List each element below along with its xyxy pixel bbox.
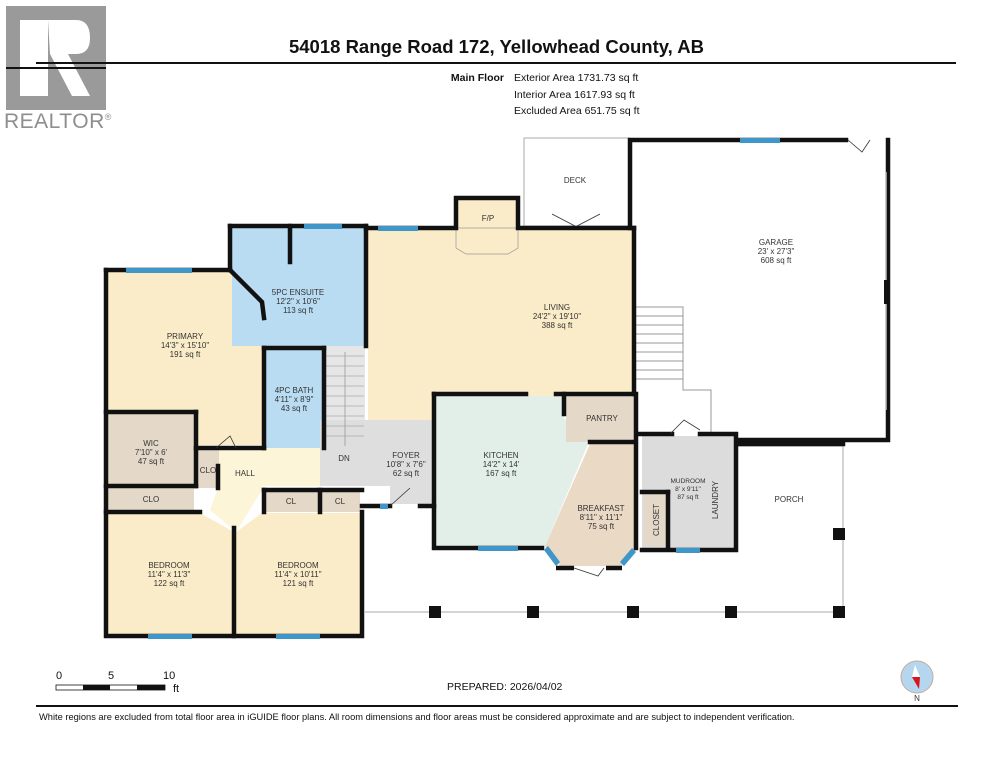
exterior-area: Exterior Area 1731.73 sq ft [514,72,639,84]
windows [126,138,780,639]
label-garage: GARAGE [759,238,793,247]
area-garage: 608 sq ft [761,256,792,265]
room-bedroom-2[interactable] [236,513,360,634]
room-closet[interactable] [644,494,668,546]
realtor-wordmark-text: REALTOR [4,110,105,133]
page-title: 54018 Range Road 172, Yellowhead County,… [288,36,704,57]
label-bedroom-1: BEDROOM [148,561,190,570]
label-laundry: LAUNDRY [711,480,720,519]
label-porch: PORCH [775,495,804,504]
room-clo-lower[interactable] [108,487,194,511]
room-4pc-bath[interactable] [266,350,322,448]
label-hall: HALL [235,469,256,478]
realtor-r-icon [6,20,106,96]
scale-bar-graphic [55,684,166,691]
title-divider [36,62,956,64]
label-breakfast: BREAKFAST [577,504,624,513]
dims-foyer: 10'8" x 7'6" [386,460,426,469]
label-mudroom: MUDROOM [670,478,705,485]
garage-pillar [884,280,890,304]
porch-columns [429,528,845,618]
excluded-area: Excluded Area 651.75 sq ft [514,105,640,117]
prepared-date: PREPARED: 2026/04/02 [447,681,563,693]
dims-wic: 7'10" x 6' [135,448,168,457]
room-pantry[interactable] [566,396,634,442]
area-kitchen: 167 sq ft [486,469,517,478]
room-living[interactable] [368,200,634,420]
room-foyer[interactable] [320,420,434,504]
label-foyer: FOYER [392,451,420,460]
area-breakfast: 75 sq ft [588,522,615,531]
area-bedroom-1: 122 sq ft [154,579,185,588]
scale-tick-10: 10 [163,670,176,682]
label-primary: PRIMARY [167,332,204,341]
interior-stairs-treads [326,352,364,446]
scale-tick-0: 0 [56,670,63,682]
label-fireplace: F/P [482,214,494,223]
label-cl-1: CL [286,497,297,506]
footer-divider [36,705,958,707]
room-breakfast[interactable] [545,444,638,566]
label-cl-2: CL [335,497,346,506]
label-clo-lower: CLO [143,495,159,504]
label-stairs-down: DN [338,454,350,463]
label-deck: DECK [564,176,587,185]
scale-tick-5: 5 [108,670,115,682]
dims-garage: 23' x 27'3" [758,247,795,256]
fireplace[interactable] [455,227,519,255]
dims-bedroom-1: 11'4" x 11'3" [148,570,191,579]
dims-kitchen: 14'2" x 14' [483,460,520,469]
scale-unit: ft [173,683,180,695]
room-primary[interactable] [108,272,262,445]
floor-label: Main Floor [450,72,504,84]
area-foyer: 62 sq ft [393,469,420,478]
area-wic: 47 sq ft [138,457,165,466]
interior-area: Interior Area 1617.93 sq ft [514,88,635,101]
label-bedroom-2: BEDROOM [277,561,319,570]
room-ensuite[interactable] [232,228,366,346]
dims-ensuite: 12'2" x 10'6" [276,297,320,306]
compass: N [900,659,940,708]
realtor-logo [6,6,106,110]
door-swings [215,139,871,577]
area-bedroom-2: 121 sq ft [283,579,314,588]
area-ensuite: 113 sq ft [283,306,314,315]
garage-stairs [636,306,712,432]
dims-mudroom: 8' x 9'11" [675,486,701,493]
label-closet: CLOSET [652,504,661,536]
area-mudroom: 87 sq ft [677,494,699,501]
room-wic[interactable] [108,414,194,484]
room-labels: PRIMARY 14'3" x 15'10" 191 sq ft 5PC ENS… [135,176,804,588]
room-kitchen[interactable] [436,396,588,546]
label-pantry: PANTRY [586,414,618,423]
label-ensuite: 5PC ENSUITE [272,288,324,297]
dims-4pc-bath: 4'11" x 8'9" [275,395,314,404]
room-hall[interactable] [210,448,320,532]
disclaimer: White regions are excluded from total fl… [39,712,795,722]
registered-mark: ® [104,112,112,122]
area-primary: 191 sq ft [170,350,201,359]
dims-primary: 14'3" x 15'10" [161,341,209,350]
dims-living: 24'2" x 19'10" [533,312,581,321]
compass-north-icon: N [900,660,934,703]
area-4pc-bath: 43 sq ft [281,404,308,413]
room-cl-2[interactable] [320,490,360,512]
label-kitchen: KITCHEN [483,451,518,460]
dims-bedroom-2: 11'4" x 10'11" [274,570,321,579]
room-cl-1[interactable] [266,490,318,512]
label-wic: WIC [143,439,159,448]
area-living: 388 sq ft [542,321,573,330]
realtor-wordmark: REALTOR® [4,110,112,134]
dims-breakfast: 8'11" x 11'1" [580,513,623,522]
room-bedroom-1[interactable] [108,513,234,634]
label-clo-hall: CLO [200,466,216,475]
room-clo-hall[interactable] [197,450,219,488]
label-living: LIVING [544,303,570,312]
compass-n-label: N [914,694,920,703]
label-4pc-bath: 4PC BATH [275,386,314,395]
